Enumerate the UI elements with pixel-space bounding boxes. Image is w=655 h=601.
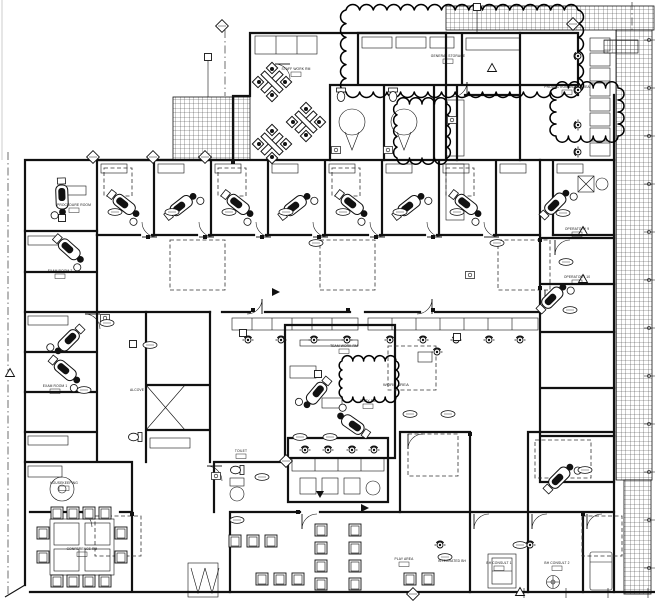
task-chair xyxy=(416,335,430,344)
direction-arrow-up xyxy=(316,491,324,498)
dental-chair xyxy=(162,187,206,227)
task-chair xyxy=(573,145,582,159)
task-chair xyxy=(513,335,527,344)
task-chair xyxy=(241,335,255,344)
room-label: PRODUCTION WORK AREA xyxy=(544,85,590,89)
toilet-fixture xyxy=(388,87,398,102)
matchline-diamond xyxy=(215,19,229,33)
task-chair xyxy=(367,445,381,454)
hatch-region-right-strip xyxy=(615,29,653,481)
casework xyxy=(27,35,613,598)
hatch-region-right-strip-lower xyxy=(623,479,652,595)
task-chair xyxy=(383,335,397,344)
dental-chair xyxy=(537,183,580,226)
direction-arrow-right xyxy=(272,288,280,296)
task-chair xyxy=(345,445,359,454)
room-label: OPERATORY 10 xyxy=(564,275,590,279)
room-labels: STAFF WORK RM GENERAL STORAGE PRODUCTION… xyxy=(43,54,590,571)
tag-squares xyxy=(58,3,481,378)
room-label: EXAM ROOM 2 xyxy=(48,269,73,273)
room-label: ALCOVE xyxy=(130,388,145,392)
task-chair xyxy=(433,540,447,549)
room-label: BH CONSULT 1 xyxy=(486,561,511,565)
revision-cloud-restroom xyxy=(392,97,452,165)
room-label: BH CONSULT 2 xyxy=(544,561,569,565)
dental-chair xyxy=(49,177,70,220)
dental-chair xyxy=(541,457,584,500)
task-chair xyxy=(321,445,335,454)
task-chair xyxy=(482,335,496,344)
room-label: GENERAL STORAGE xyxy=(431,54,466,58)
room-label: PLAY AREA xyxy=(395,557,415,561)
room-label: OPERATORY 9 xyxy=(565,227,589,231)
walls-heavy xyxy=(4,31,655,598)
task-chair xyxy=(430,347,444,356)
door-jamb-blocks xyxy=(130,160,585,516)
revision-triangle xyxy=(5,368,15,377)
keynote-diamond xyxy=(406,587,420,601)
dental-chair xyxy=(390,187,434,227)
furniture xyxy=(36,49,584,591)
dashed-soffits xyxy=(94,167,623,557)
room-label: TEAM WORK RM xyxy=(330,344,358,348)
keynote-diamond xyxy=(146,150,160,164)
direction-arrow-right xyxy=(361,504,369,512)
room-label: COPY RM xyxy=(360,399,376,403)
hatch-region-upper-left xyxy=(172,96,251,161)
revision-cloud-right xyxy=(549,81,625,143)
revision-triangle xyxy=(487,63,497,72)
task-chair xyxy=(573,118,582,132)
room-label: STAFF WORK RM xyxy=(282,67,311,71)
room-label: HOUSEKEEPING xyxy=(50,481,78,485)
toilet-fixture xyxy=(128,432,143,442)
x-workstation xyxy=(285,101,327,143)
room-label: PROCEDURE ROOM xyxy=(57,203,91,207)
annotation-markers xyxy=(5,3,593,601)
room-label: TOILET xyxy=(235,449,247,453)
hatch-stub xyxy=(603,39,639,54)
dental-chair xyxy=(443,187,488,228)
task-chair xyxy=(307,335,321,344)
dimension-ticks-right xyxy=(644,38,655,570)
x-workstation xyxy=(251,123,293,165)
room-label: INTEGRATED BH xyxy=(438,559,467,563)
dental-chair xyxy=(276,187,320,227)
revision-cloud-workarea xyxy=(338,354,400,404)
task-chair xyxy=(298,445,312,454)
keynote-diamond xyxy=(279,454,293,468)
room-label: EXAM ROOM 1 xyxy=(43,384,68,388)
toilet-fixture xyxy=(230,465,245,475)
dental-chair xyxy=(46,231,90,273)
doors xyxy=(76,63,603,530)
dental-chair xyxy=(329,187,374,228)
room-label: WORK AREA xyxy=(383,382,409,387)
dimension-ticks-bottom xyxy=(523,588,649,598)
dental-chair xyxy=(293,370,334,415)
dental-chair xyxy=(101,187,146,228)
room-label: CONFERENCE RM xyxy=(67,547,98,551)
dental-chair xyxy=(215,187,260,228)
room-number-boxes xyxy=(49,58,583,571)
toilet-fixture xyxy=(336,87,346,102)
task-chair xyxy=(340,335,354,344)
